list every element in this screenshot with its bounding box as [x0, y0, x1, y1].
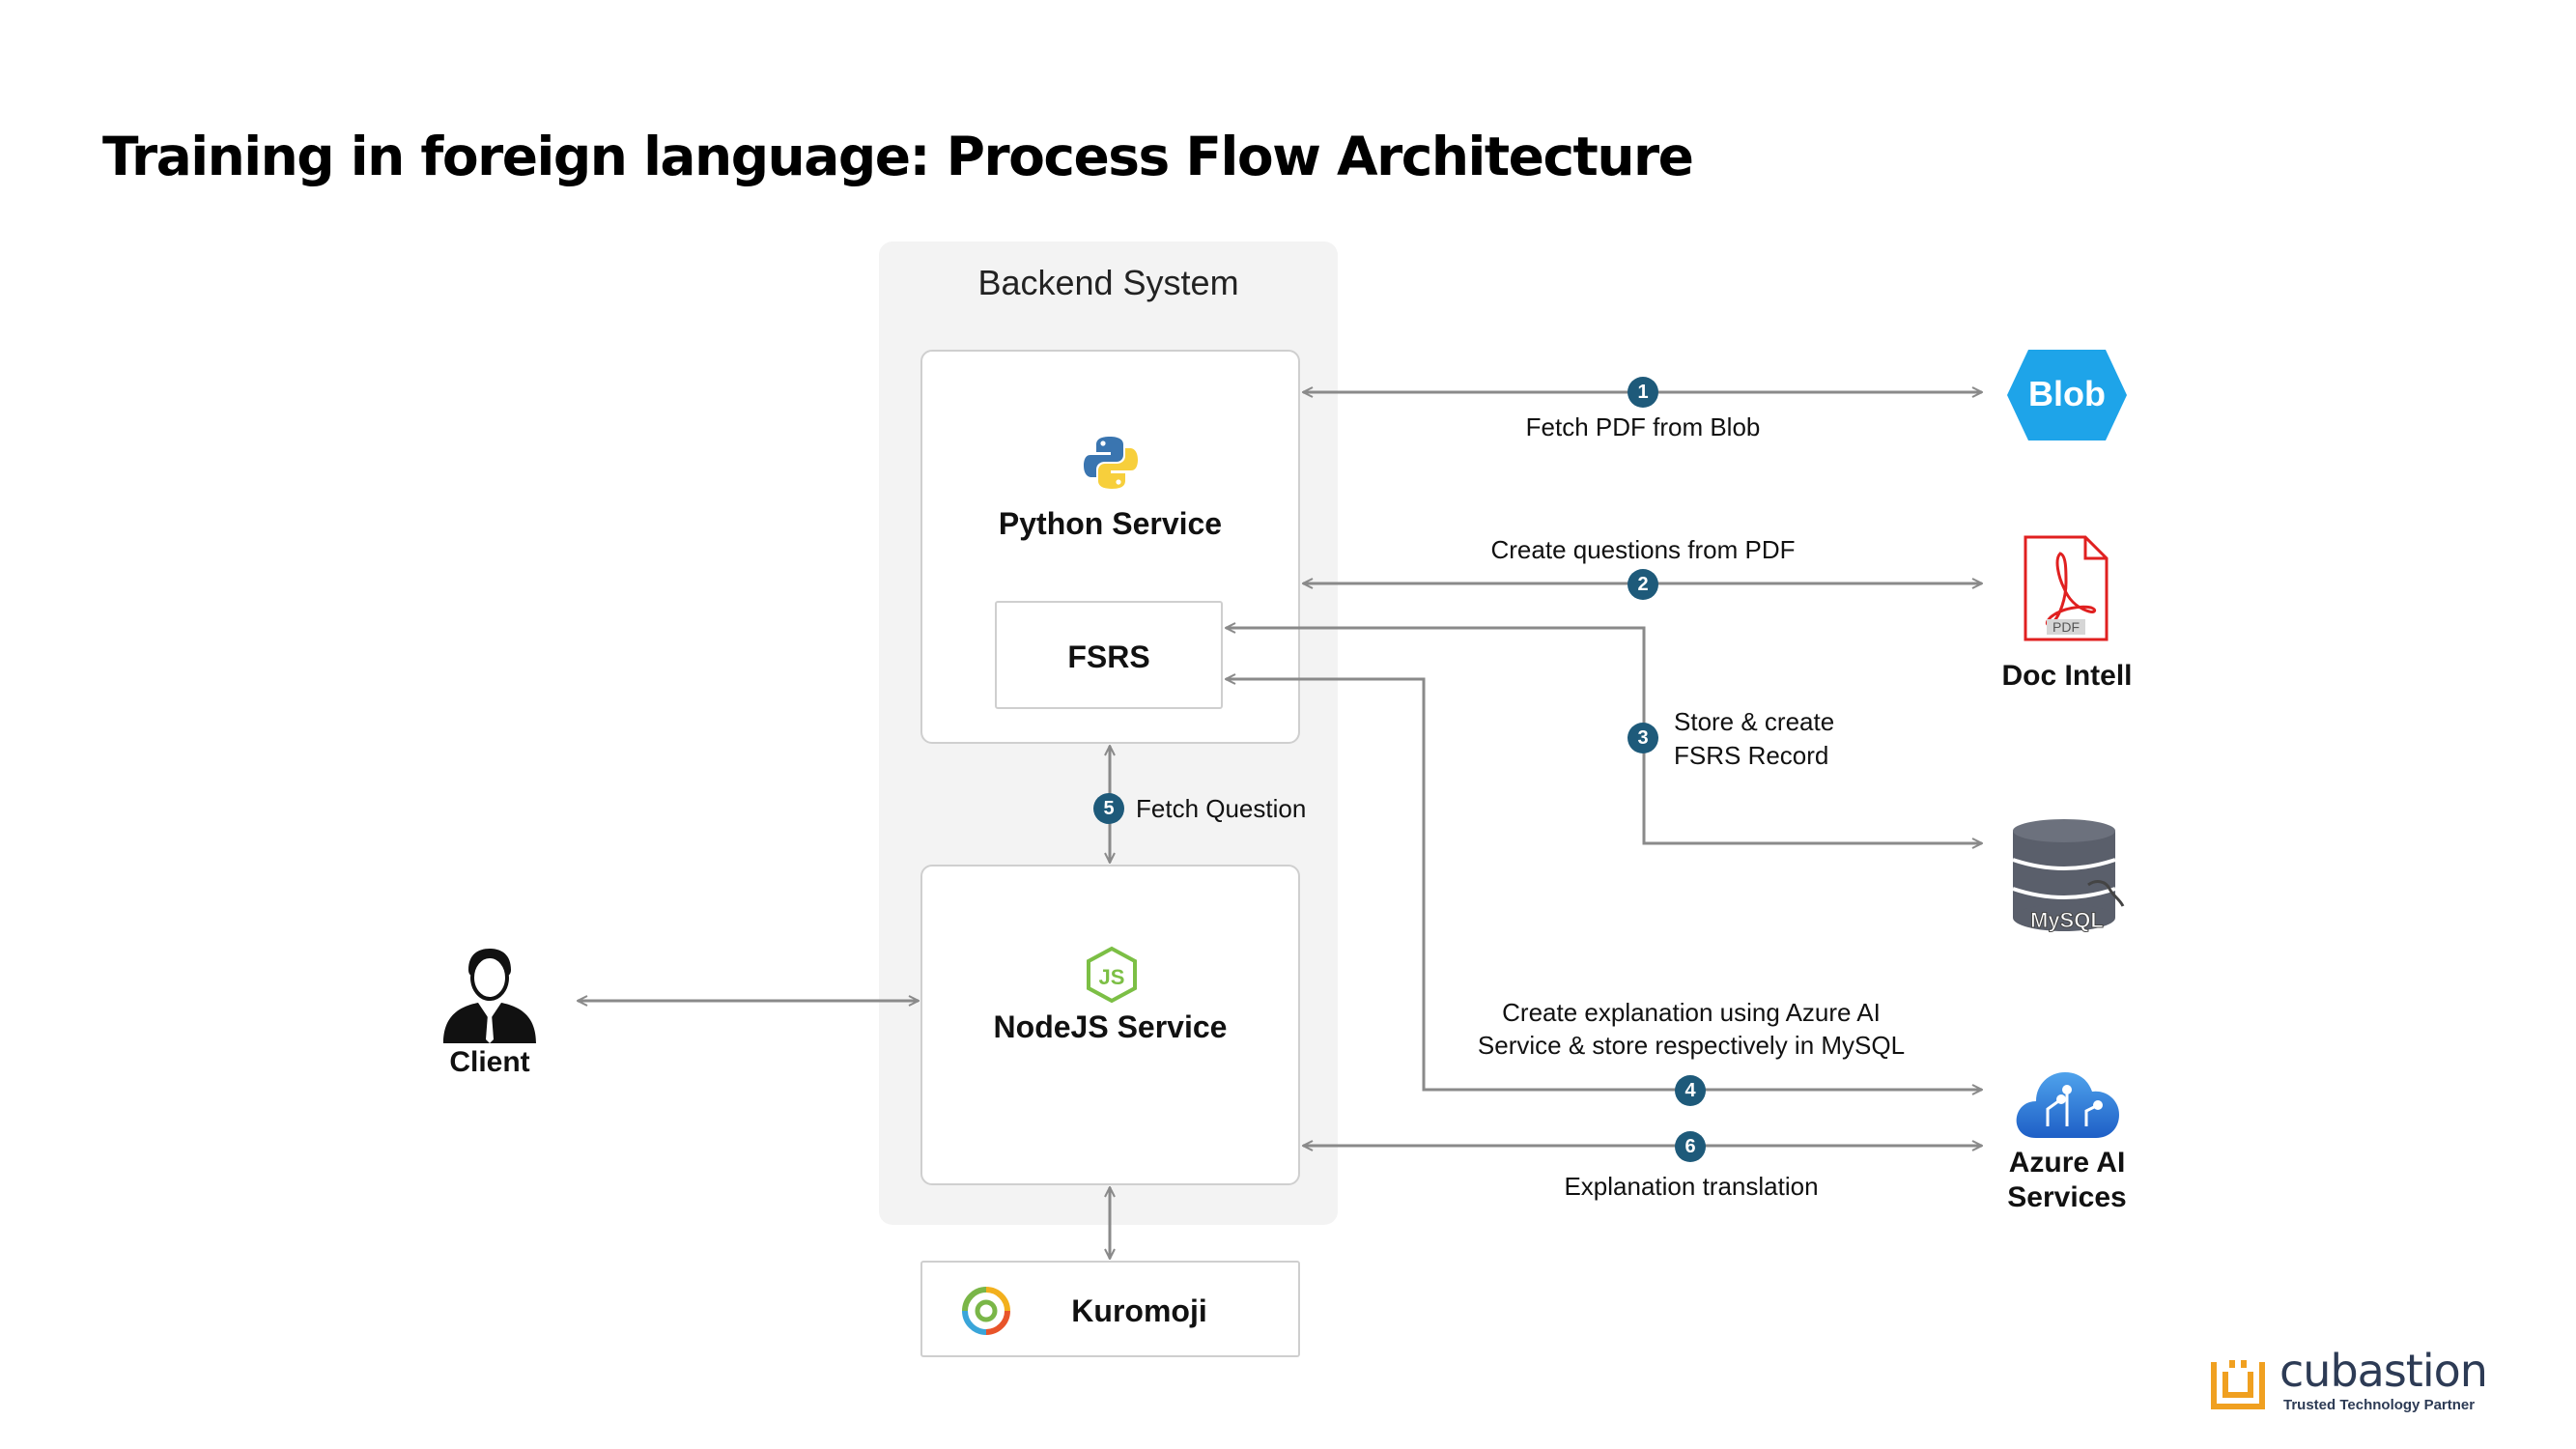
svg-text:JS: JS: [1099, 965, 1125, 989]
step-badge-4: 4: [1675, 1075, 1706, 1106]
nodejs-service-label: NodeJS Service: [993, 1009, 1228, 1044]
brand-tagline: Trusted Technology Partner: [2283, 1397, 2476, 1413]
flow-label-3-line2: FSRS Record: [1674, 741, 1829, 770]
mysql-database-icon[interactable]: MySQL: [2009, 817, 2129, 935]
step-badge-3: 3: [1628, 723, 1658, 753]
nodejs-icon: JS: [1085, 946, 1139, 1004]
flow-label-2: Create questions from PDF: [1490, 535, 1796, 564]
client-label: Client: [449, 1046, 530, 1078]
arrow-fsrs-mysql: [1226, 628, 1982, 843]
fsrs-box[interactable]: FSRS: [995, 601, 1223, 709]
page-title: Training in foreign language: Process Fl…: [102, 126, 1694, 187]
step-badge-5: 5: [1093, 793, 1124, 824]
python-service-label: Python Service: [998, 506, 1223, 541]
blob-storage-icon[interactable]: Blob: [2005, 348, 2129, 442]
kuromoji-box[interactable]: Kuromoji: [920, 1261, 1300, 1357]
client-person-icon: [439, 947, 540, 1043]
kuromoji-label: Kuromoji: [1071, 1293, 1207, 1328]
doc-intell-label: Doc Intell: [2001, 660, 2133, 692]
fsrs-label: FSRS: [1067, 639, 1150, 674]
step-badge-2: 2: [1628, 569, 1658, 600]
flow-label-5: Fetch Question: [1136, 794, 1307, 823]
azure-ai-cloud-icon[interactable]: [2013, 1061, 2123, 1140]
flow-label-6: Explanation translation: [1564, 1172, 1819, 1201]
flow-label-4-line1: Create explanation using Azure AI: [1502, 998, 1881, 1027]
kuromoji-icon: [961, 1286, 1011, 1336]
flow-label-1: Fetch PDF from Blob: [1525, 412, 1761, 441]
blob-label: Blob: [2028, 374, 2106, 413]
mysql-logo-text: MySQL: [2030, 908, 2105, 933]
azure-ai-label-line2: Services: [2007, 1181, 2127, 1213]
azure-ai-label-line1: Azure AI: [2008, 1147, 2126, 1179]
step-badge-6: 6: [1675, 1131, 1706, 1162]
pdf-document-icon[interactable]: PDF: [2022, 534, 2110, 642]
python-icon: [1082, 434, 1140, 492]
backend-system-title: Backend System: [977, 263, 1239, 302]
cubastion-logo-icon: [2210, 1358, 2266, 1410]
pdf-tag: PDF: [2052, 619, 2080, 635]
brand-name: cubastion: [2279, 1345, 2488, 1397]
flow-label-4-line2: Service & store respectively in MySQL: [1477, 1031, 1906, 1060]
flow-label-3-line1: Store & create: [1674, 707, 1835, 736]
step-badge-1: 1: [1628, 377, 1658, 408]
